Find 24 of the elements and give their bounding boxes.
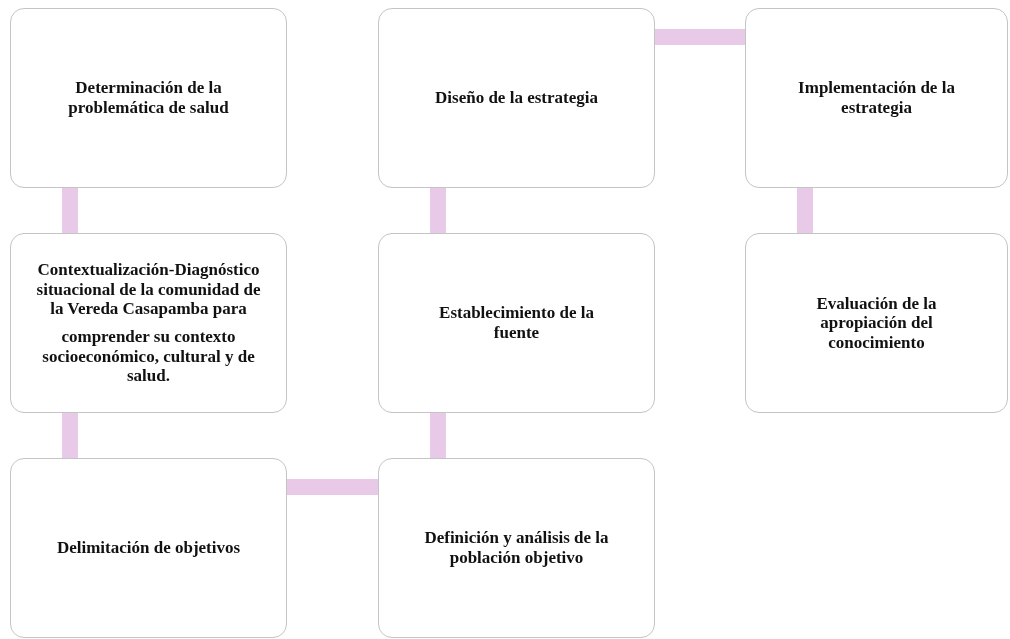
connector-bar <box>287 479 378 495</box>
process-box <box>745 8 1008 188</box>
connector-bar <box>62 188 78 233</box>
step-text: Contextualización-Diagnóstico situacional de la comunidad de la Vereda Casapamba para <box>35 260 262 319</box>
step-text: Evaluación de la apropiación del conocimiento <box>815 293 938 353</box>
process-box <box>745 233 1008 413</box>
process-box <box>10 8 287 188</box>
connector-bar <box>655 29 745 45</box>
step-text: Determinación de la problemática de salud <box>67 78 230 118</box>
connector-bar <box>430 188 446 233</box>
step-text: Implementación de la estrategia <box>797 78 956 118</box>
step-text: Delimitación de objetivos <box>56 538 241 558</box>
step-text: Establecimiento de la fuente <box>438 303 595 343</box>
process-box <box>10 458 287 638</box>
step-text: comprender su contexto socioeconómico, cultural y de salud. <box>41 327 256 386</box>
connector-bar <box>797 188 813 233</box>
connector-bar <box>430 413 446 458</box>
process-box <box>378 8 655 188</box>
connector-bar <box>62 413 78 458</box>
step-text: Diseño de la estrategia <box>435 88 598 108</box>
process-box <box>378 233 655 413</box>
process-box <box>10 233 287 413</box>
process-box <box>378 458 655 638</box>
step-text: Definición y análisis de la población objetivo <box>423 528 610 568</box>
